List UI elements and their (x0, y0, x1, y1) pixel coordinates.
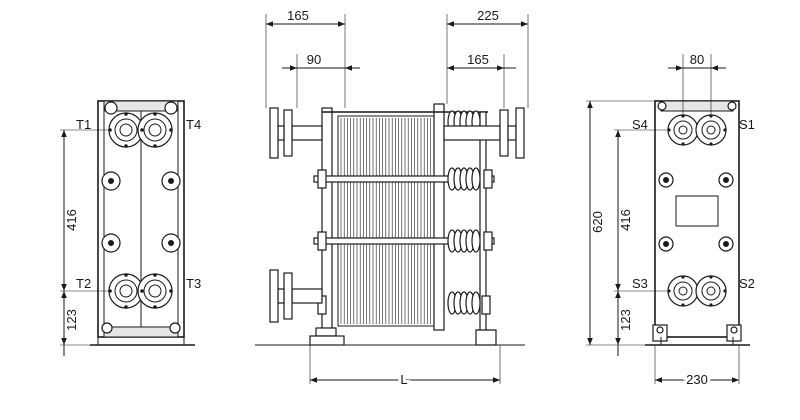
label-s4: S4 (632, 117, 648, 132)
front-view: T1 T4 T2 T3 416 123 (60, 100, 201, 356)
front-lower-ports (108, 273, 173, 309)
rear-dim-230: 230 (686, 372, 708, 387)
label-s2: S2 (739, 276, 755, 291)
side-dim-225: 225 (477, 8, 499, 23)
spring-coil (471, 167, 481, 191)
label-s3: S3 (632, 276, 648, 291)
plate-pack (340, 118, 431, 324)
front-upper-ports (108, 112, 173, 148)
spring-coil (471, 291, 481, 315)
rear-dim-80: 80 (690, 52, 704, 67)
tie-bolt-nuts (317, 169, 493, 315)
label-t2: T2 (76, 276, 91, 291)
label-s1: S1 (739, 117, 755, 132)
spring-coil (471, 229, 481, 253)
side-dim-l: L (400, 372, 407, 387)
side-dim-90: 90 (307, 52, 321, 67)
front-dim-416: 416 (64, 209, 79, 231)
side-dim-165-right: 165 (467, 52, 489, 67)
front-bolts (101, 101, 181, 334)
front-dim-123: 123 (64, 309, 79, 331)
label-t3: T3 (186, 276, 201, 291)
tie-bolt-springs (447, 110, 481, 315)
left-upper-nozzle (269, 107, 323, 159)
rear-view: S4 S1 S3 S2 80 620 416 123 230 (586, 52, 755, 390)
rear-dim-123: 123 (618, 309, 633, 331)
rear-bolts (656, 101, 738, 334)
rear-upper-ports (667, 114, 727, 146)
rear-dim-620: 620 (590, 211, 605, 233)
left-lower-nozzle (269, 269, 323, 323)
side-dim-165-left: 165 (287, 8, 309, 23)
right-nozzle (443, 107, 525, 159)
label-t4: T4 (186, 117, 201, 132)
label-t1: T1 (76, 117, 91, 132)
rear-lower-ports (667, 275, 727, 307)
rear-dim-416: 416 (618, 209, 633, 231)
side-view: 165 90 225 165 L (255, 8, 529, 390)
